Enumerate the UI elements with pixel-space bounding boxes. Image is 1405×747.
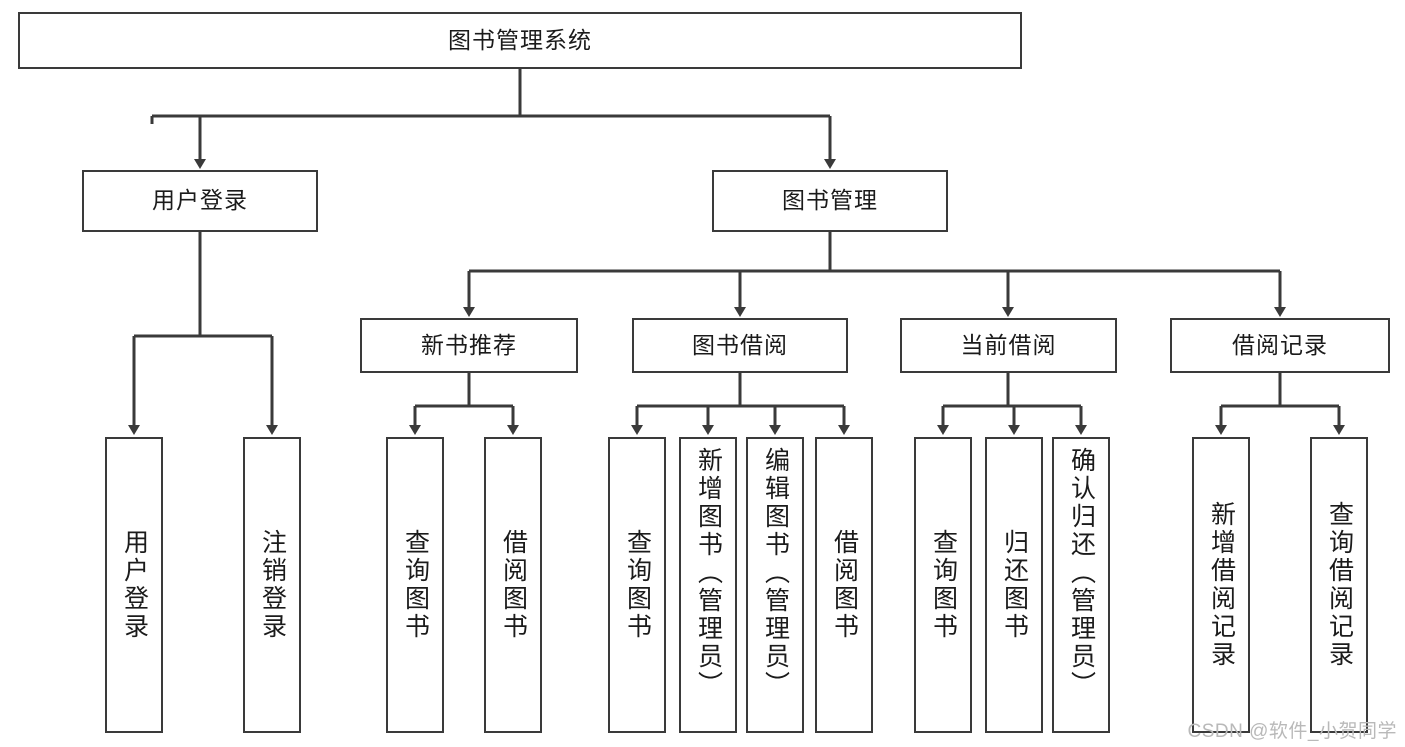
node-leaf-return-book[interactable]: 归还图书: [985, 437, 1043, 733]
node-leaf-query-borrow-record[interactable]: 查询借阅记录: [1310, 437, 1368, 733]
node-leaf-user-login-label: 用户登录: [120, 529, 149, 641]
node-leaf-query-borrow-record-label: 查询借阅记录: [1325, 501, 1354, 669]
node-leaf-query-book-recommend-label: 查询图书: [401, 529, 430, 641]
node-leaf-logout-label: 注销登录: [258, 529, 287, 641]
node-book-management[interactable]: 图书管理: [712, 170, 948, 232]
node-leaf-borrow-book-recommend-label: 借阅图书: [499, 529, 528, 641]
node-book-borrow-label: 图书借阅: [692, 331, 788, 358]
node-leaf-edit-book[interactable]: 编辑图书（管理员）: [746, 437, 804, 733]
node-current-borrow[interactable]: 当前借阅: [900, 318, 1117, 373]
node-new-book-recommend-label: 新书推荐: [421, 331, 517, 358]
node-leaf-add-book-label: 新增图书（管理员）: [694, 447, 723, 699]
node-leaf-add-borrow-record[interactable]: 新增借阅记录: [1192, 437, 1250, 733]
node-leaf-query-book-current[interactable]: 查询图书: [914, 437, 972, 733]
node-leaf-borrow-book-label: 借阅图书: [830, 529, 859, 641]
node-leaf-query-book-borrow-label: 查询图书: [623, 529, 652, 641]
node-book-management-label: 图书管理: [782, 187, 878, 214]
node-leaf-query-book-current-label: 查询图书: [929, 529, 958, 641]
node-leaf-logout[interactable]: 注销登录: [243, 437, 301, 733]
node-borrow-records[interactable]: 借阅记录: [1170, 318, 1390, 373]
node-user-login[interactable]: 用户登录: [82, 170, 318, 232]
node-leaf-query-book-borrow[interactable]: 查询图书: [608, 437, 666, 733]
node-leaf-add-book[interactable]: 新增图书（管理员）: [679, 437, 737, 733]
node-leaf-return-book-label: 归还图书: [1000, 529, 1029, 641]
node-root-label: 图书管理系统: [448, 26, 592, 53]
node-user-login-label: 用户登录: [152, 187, 248, 214]
node-current-borrow-label: 当前借阅: [960, 331, 1057, 358]
node-leaf-add-borrow-record-label: 新增借阅记录: [1207, 501, 1236, 669]
node-leaf-borrow-book-recommend[interactable]: 借阅图书: [484, 437, 542, 733]
node-leaf-confirm-return[interactable]: 确认归还（管理员）: [1052, 437, 1110, 733]
node-leaf-borrow-book[interactable]: 借阅图书: [815, 437, 873, 733]
node-new-book-recommend[interactable]: 新书推荐: [360, 318, 578, 373]
node-borrow-records-label: 借阅记录: [1232, 331, 1328, 358]
node-root[interactable]: 图书管理系统: [18, 12, 1022, 69]
node-leaf-confirm-return-label: 确认归还（管理员）: [1067, 447, 1096, 699]
node-book-borrow[interactable]: 图书借阅: [632, 318, 848, 373]
node-leaf-user-login[interactable]: 用户登录: [105, 437, 163, 733]
node-leaf-edit-book-label: 编辑图书（管理员）: [761, 447, 790, 699]
node-leaf-query-book-recommend[interactable]: 查询图书: [386, 437, 444, 733]
